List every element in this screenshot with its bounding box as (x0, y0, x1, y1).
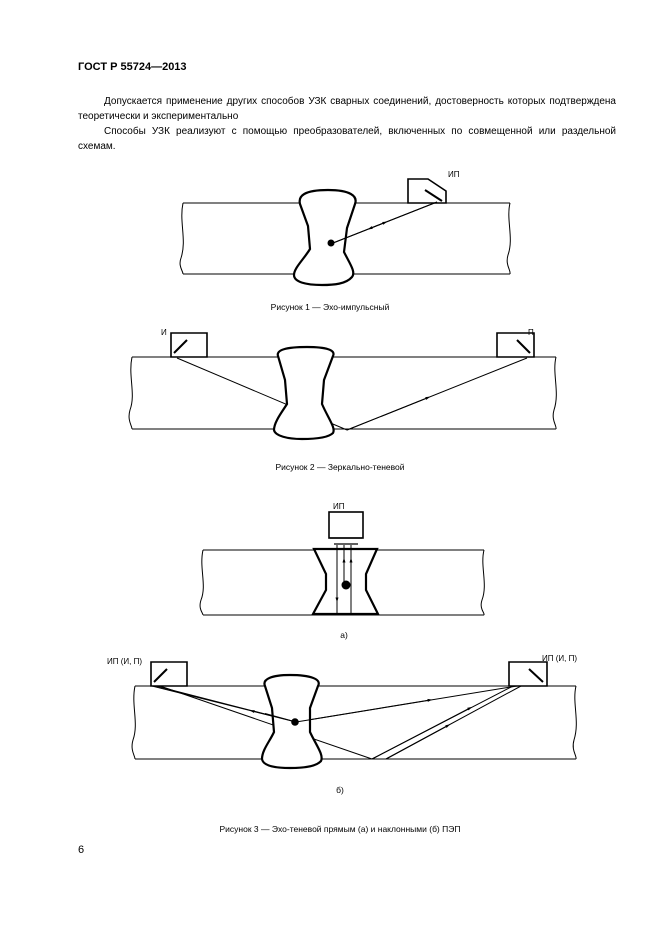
figure-3b-left-probe-label: ИП (И, П) (107, 657, 142, 666)
right-transducer-element (528, 668, 544, 683)
figure-1-caption: Рисунок 1 — Эхо-импульсный (271, 302, 390, 312)
plate-break-right (506, 202, 511, 275)
defect-dot (327, 239, 335, 247)
plate-break-left (199, 549, 204, 616)
beam-arrow-return (367, 201, 438, 230)
figure-3-caption: Рисунок 3 — Эхо-теневой прямым (а) и нак… (220, 824, 461, 834)
beam-right-arrow-1 (295, 698, 433, 723)
defect-dot (291, 718, 299, 726)
probe-transducer-element (424, 189, 443, 202)
plate-break-left (179, 202, 184, 275)
beam-right-arrow-3 (371, 706, 473, 760)
beam-arrow (346, 396, 431, 431)
figure-2-mirror-shadow (128, 332, 557, 441)
probe-left-ip (150, 661, 188, 687)
figure-1-echo-pulse (179, 178, 511, 287)
paragraph-transducer-schemes: Способы УЗК реализуют с помощью преобраз… (78, 126, 616, 152)
figure-3a-sublabel: а) (340, 630, 348, 640)
plate-break-right (552, 356, 557, 430)
probe-right-ip (508, 661, 548, 687)
weld-bead (292, 188, 357, 287)
figure-3b-sublabel: б) (336, 785, 344, 795)
figure-3a-probe-label: ИП (333, 502, 345, 511)
document-header: ГОСТ Р 55724—2013 (78, 61, 187, 73)
beam-inside-left-2 (264, 713, 297, 723)
plate-break-right (480, 549, 485, 616)
figure-3b-inclined-probes (131, 661, 577, 770)
paragraph-other-methods: Допускается применение других способов У… (78, 96, 616, 122)
receiver-transducer-element (516, 339, 531, 354)
probe-ip (328, 511, 364, 539)
emitter-transducer-element (173, 339, 188, 354)
figure-2-caption: Рисунок 2 — Зеркально-теневой (275, 462, 404, 472)
plate-break-right (572, 685, 577, 760)
figure-2-receiver-label: П (528, 328, 534, 337)
probe-emitter (170, 332, 208, 358)
probe-ip (407, 178, 447, 204)
figure-2-emitter-label: И (161, 328, 167, 337)
probe-receiver (496, 332, 535, 358)
figure-1-probe-label: ИП (448, 170, 460, 179)
left-transducer-element (153, 668, 168, 683)
defect-dot (341, 580, 351, 590)
page-number: 6 (78, 844, 85, 856)
plate-break-left (128, 356, 133, 430)
weld-bead (272, 345, 335, 441)
beam-right-arrow-2 (385, 724, 451, 760)
figure-3a-straight-probe (199, 511, 485, 616)
figure-3b-right-probe-label: ИП (И, П) (542, 654, 577, 663)
beam-left-to-bottom (159, 685, 373, 760)
plate-break-left (131, 685, 136, 760)
